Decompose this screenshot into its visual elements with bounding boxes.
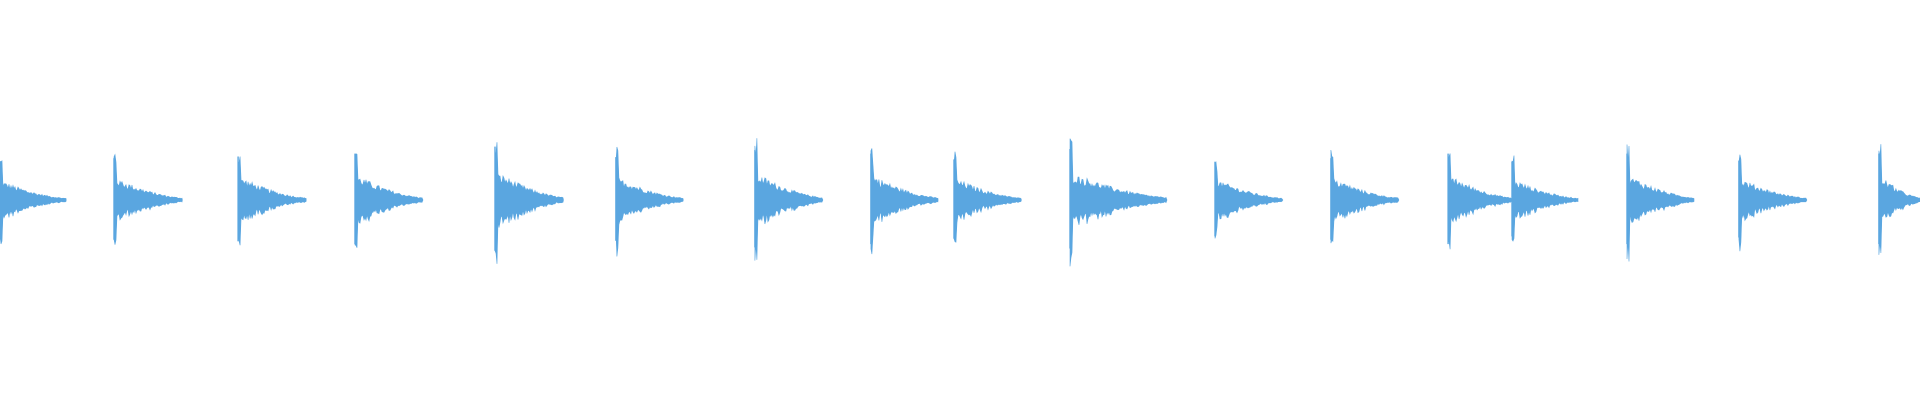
waveform-transient-4 — [354, 153, 424, 248]
waveform-transient-10 — [1069, 138, 1168, 267]
waveform-transient-11 — [1214, 160, 1284, 239]
waveform-transient-16 — [1738, 154, 1808, 252]
waveform-transient-5 — [494, 142, 564, 264]
waveform-transient-3 — [237, 156, 307, 246]
waveform-transient-7 — [754, 138, 824, 261]
waveform-transient-14 — [1511, 155, 1579, 242]
waveform-transient-8 — [870, 148, 939, 255]
waveform-transient-6 — [615, 146, 684, 257]
waveform-transient-17 — [1878, 144, 1920, 255]
waveform-transient-1 — [0, 160, 67, 245]
waveform-transient-15 — [1626, 144, 1695, 262]
waveform-transient-12 — [1330, 149, 1400, 244]
waveform-transient-2 — [113, 153, 183, 245]
waveform-transient-13 — [1447, 153, 1513, 250]
waveform-transient-9 — [953, 151, 1022, 243]
